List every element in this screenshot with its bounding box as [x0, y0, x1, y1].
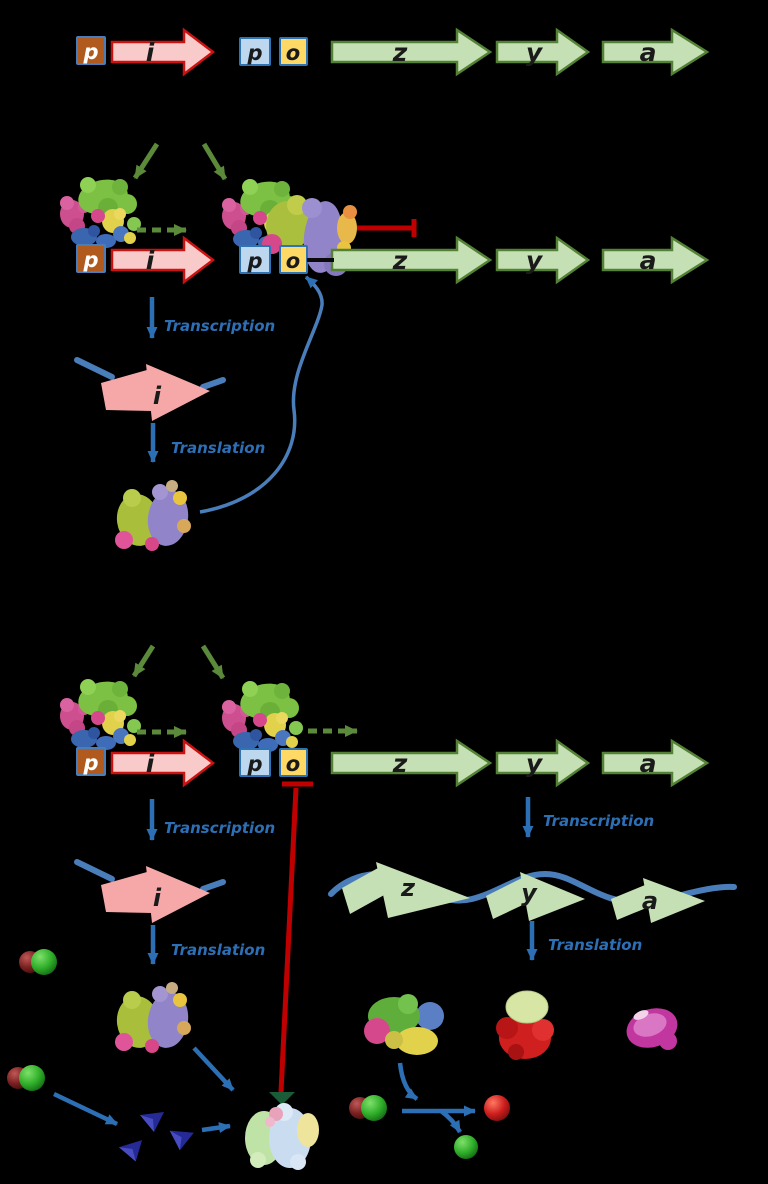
inducer-to-repressor-arrow: [201, 1122, 231, 1134]
mrna-y-letter: y: [521, 879, 538, 907]
inducer-triangle-icon: [140, 1112, 164, 1132]
galactose-icon: [484, 1095, 510, 1121]
transcription-label: Transcription: [164, 819, 275, 837]
inducer-triangle-icon: [118, 1140, 146, 1164]
mrna-z-letter: z: [400, 874, 416, 902]
mrna-i-letter: i: [153, 884, 162, 912]
lac-repressor-icon: [113, 480, 192, 551]
lactose-icon: [19, 949, 57, 975]
mrna-i: i: [74, 357, 226, 421]
inducer-triangle-icon: [166, 1127, 194, 1153]
translation-label: Translation: [171, 439, 265, 457]
mrna-a-letter: a: [642, 887, 658, 915]
lactose-icon: [349, 1095, 387, 1121]
gene-map-overview: [75, 28, 709, 76]
rna-polymerase-icon: [60, 175, 141, 248]
rna-polymerase-icon: [60, 677, 141, 750]
permease-icon: [496, 990, 554, 1060]
rna-polymerase-icon: [222, 679, 303, 752]
repressor-binds-operator-curve: [199, 275, 324, 514]
repressor-on-operator: [262, 195, 357, 276]
lactose-to-inducer-arrow: [53, 1091, 118, 1127]
polymerase-binding-arrow: [132, 142, 160, 180]
transcription-label: Transcription: [164, 317, 275, 335]
mrna-i: i: [74, 859, 226, 923]
gene-map-induced-state: [75, 739, 709, 787]
repressor-binding-blocked-line: [278, 781, 313, 1093]
beta-galactosidase-icon: [364, 994, 444, 1055]
mrna-zya: z y a: [328, 862, 737, 923]
polymerase-binding-arrow: [201, 142, 228, 181]
repressor-to-complex-arrow: [192, 1046, 235, 1092]
lac-repressor-icon: [113, 982, 192, 1053]
enzyme-to-reaction-arrow: [397, 1062, 419, 1101]
lactose-icon: [7, 1065, 45, 1091]
transcription-blocked-tbar: [357, 219, 417, 237]
translation-label: Translation: [548, 936, 642, 954]
inactive-repressor-icon: [245, 1092, 319, 1170]
gene-map-repressed-state: [75, 236, 709, 284]
transcription-label: Transcription: [543, 812, 654, 830]
transacetylase-icon: [626, 1008, 678, 1050]
hydrolysis-branch-arrow: [439, 1109, 462, 1134]
polymerase-binding-arrow: [200, 644, 226, 680]
mrna-i-letter: i: [153, 382, 162, 410]
glucose-icon: [454, 1135, 478, 1159]
translation-label: Translation: [171, 941, 265, 959]
polymerase-binding-arrow: [131, 644, 156, 678]
